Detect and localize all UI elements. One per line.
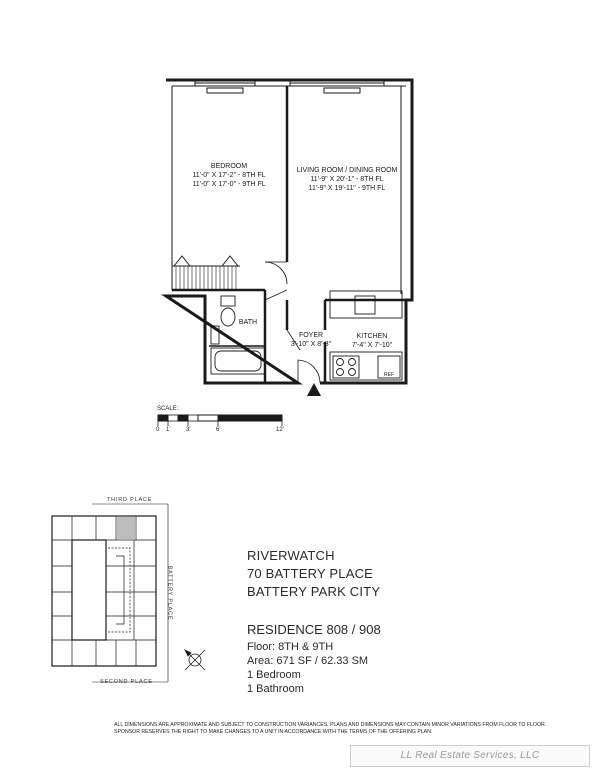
- street-third-place: THIRD PLACE: [107, 497, 153, 503]
- watermark-text: LL Real Estate Services, LLC: [400, 750, 540, 761]
- street-battery-place: BATTERY PLACE: [166, 565, 173, 621]
- refrigerator-label: REF: [384, 372, 394, 378]
- residence-bedrooms: 1 Bedroom: [247, 669, 301, 681]
- highlighted-unit: [117, 517, 135, 539]
- doors: [264, 261, 321, 384]
- kitchen-fixtures: [329, 290, 403, 381]
- bedroom-label: BEDROOM 11'-0" x 17'-2" - 8TH FL 11'-0" …: [174, 162, 284, 189]
- residence-area: Area: 671 SF / 62.33 SM: [247, 655, 369, 667]
- building-neighborhood: BATTERY PARK CITY: [247, 584, 381, 599]
- watermark-box: LL Real Estate Services, LLC: [350, 745, 590, 767]
- living-room-name: LIVING ROOM / DINING ROOM: [296, 167, 398, 174]
- scale-tick-3: 3': [186, 427, 191, 433]
- key-plan: [51, 503, 169, 683]
- building-address: 70 BATTERY PLACE: [247, 566, 374, 581]
- scale-tick-1: 1': [166, 427, 171, 433]
- building-name: RIVERWATCH: [247, 548, 335, 563]
- scale-tick-6: 6': [216, 427, 221, 433]
- kitchen-name: KITCHEN: [356, 333, 388, 340]
- foyer-name: FOYER: [298, 332, 324, 339]
- scale-label: SCALE:: [157, 406, 179, 412]
- living-room-dim-9th: 11'-9" x 19'-11" - 9TH FL: [308, 185, 386, 192]
- kitchen-label: KITCHEN 7'-4" x 7'-10": [344, 332, 400, 350]
- foyer-dim: 3'-10" x 8'-3": [290, 341, 332, 348]
- disclaimer-text: ALL DIMENSIONS ARE APPROXIMATE AND SUBJE…: [114, 722, 547, 735]
- bedroom-closet: [172, 255, 240, 290]
- scale-tick-12: 12': [276, 427, 284, 433]
- residence-floor: Floor: 8TH & 9TH: [247, 641, 334, 653]
- bedroom-dim-8th: 11'-0" x 17'-2" - 8TH FL: [192, 172, 266, 179]
- compass-icon: [184, 649, 206, 671]
- living-room-label: LIVING ROOM / DINING ROOM 11'-9" x 20'-1…: [292, 166, 402, 193]
- foyer-label: FOYER 3'-10" x 8'-3": [290, 331, 332, 349]
- residence-bathrooms: 1 Bathroom: [247, 683, 304, 695]
- kitchen-dim: 7'-4" x 7'-10": [351, 342, 393, 349]
- street-second-place: SECOND PLACE: [100, 679, 153, 685]
- bath-fixtures: [209, 295, 266, 375]
- living-room-dim-8th: 11'-9" x 20'-1" - 8TH FL: [310, 176, 384, 183]
- residence-title: RESIDENCE 808 / 908: [247, 622, 381, 637]
- bedroom-name: BEDROOM: [210, 163, 248, 170]
- scale-tick-0: 0: [156, 427, 160, 433]
- bath-label: BATH: [238, 319, 258, 326]
- scale-bar: [157, 414, 283, 426]
- windows: [194, 79, 385, 94]
- bedroom-dim-9th: 11'-0" x 17'-0" - 9TH FL: [192, 181, 266, 188]
- entry-arrow-icon: [307, 383, 321, 396]
